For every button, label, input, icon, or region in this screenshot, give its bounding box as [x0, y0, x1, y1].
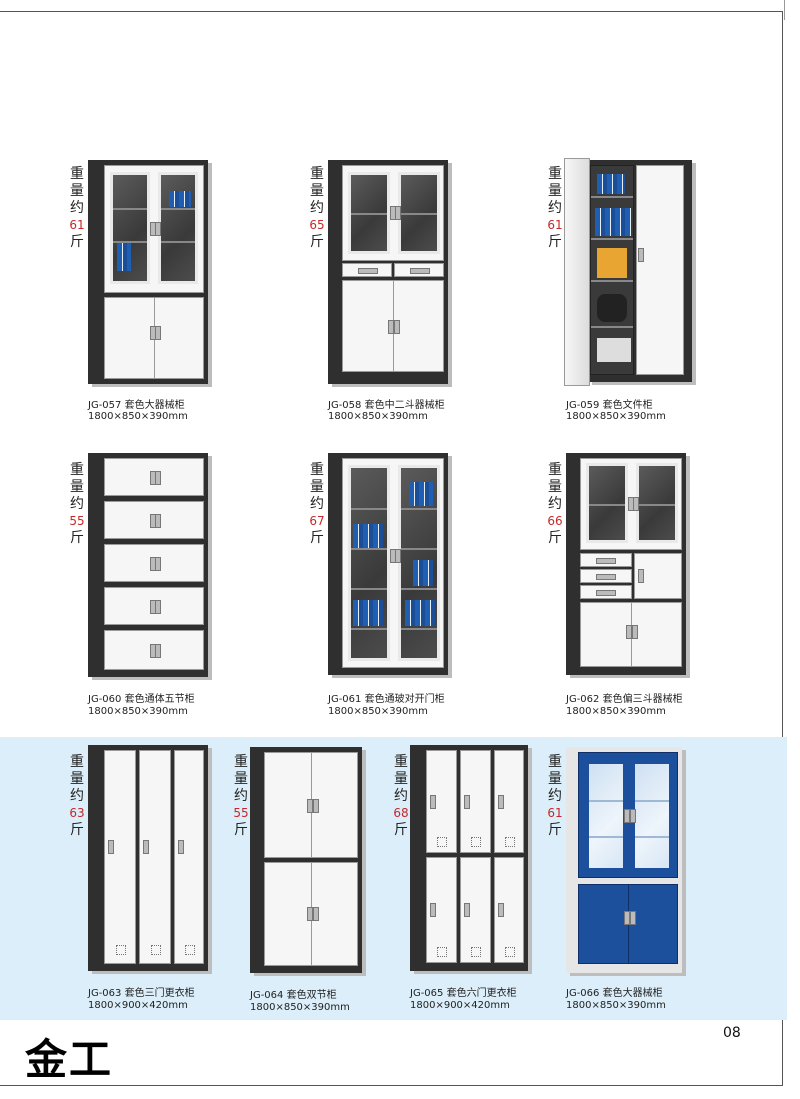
frame-bottom-line: [0, 1085, 783, 1086]
weight-char: 量: [310, 183, 324, 199]
product-dimensions: 1800×850×390mm: [328, 411, 428, 422]
weight-char: 约: [70, 200, 84, 216]
product-dimensions: 1800×850×390mm: [88, 706, 188, 717]
product-model: JG-057 套色大器械柜: [88, 400, 185, 411]
cabinet-image: [588, 160, 692, 382]
weight-char: 重: [70, 166, 84, 182]
weight-value: 63: [69, 806, 85, 820]
weight-value: 65: [309, 218, 325, 232]
product-dimensions: 1800×850×390mm: [566, 411, 666, 422]
product-dimensions: 1800×900×420mm: [88, 1000, 188, 1011]
product-model: JG-060 套色通体五节柜: [88, 694, 195, 705]
weight-char: 重: [234, 754, 248, 770]
weight-char: 量: [548, 183, 562, 199]
weight-value: 61: [547, 806, 563, 820]
weight-unit: 斤: [548, 234, 562, 250]
weight-unit: 斤: [310, 234, 324, 250]
weight-label: 重 量 约 55 斤: [232, 754, 250, 839]
weight-char: 量: [548, 479, 562, 495]
weight-char: 量: [394, 771, 408, 787]
cabinet-image: [566, 747, 682, 973]
weight-char: 重: [310, 166, 324, 182]
weight-char: 量: [70, 479, 84, 495]
cabinet-image: [88, 160, 208, 384]
weight-char: 重: [310, 462, 324, 478]
weight-label: 重 量 约 65 斤: [308, 166, 326, 251]
cabinet-image: [88, 453, 208, 677]
weight-char: 重: [70, 462, 84, 478]
weight-label: 重 量 约 67 斤: [308, 462, 326, 547]
weight-char: 重: [548, 166, 562, 182]
frame-top-line: [0, 11, 782, 12]
product-dimensions: 1800×850×390mm: [88, 411, 188, 422]
weight-label: 重 量 约 61 斤: [546, 166, 564, 251]
page-number: 08: [723, 1025, 741, 1041]
weight-value: 61: [547, 218, 563, 232]
frame-right-line: [782, 11, 783, 1086]
weight-char: 约: [310, 200, 324, 216]
weight-char: 重: [70, 754, 84, 770]
weight-value: 55: [233, 806, 249, 820]
crop-mark: [784, 0, 800, 20]
weight-unit: 斤: [394, 822, 408, 838]
weight-char: 约: [548, 496, 562, 512]
product-model: JG-065 套色六门更衣柜: [410, 988, 517, 999]
weight-char: 量: [234, 771, 248, 787]
weight-char: 量: [70, 183, 84, 199]
cabinet-image: [328, 160, 448, 384]
weight-char: 约: [548, 788, 562, 804]
weight-unit: 斤: [70, 234, 84, 250]
weight-char: 量: [310, 479, 324, 495]
weight-char: 量: [70, 771, 84, 787]
weight-char: 约: [548, 200, 562, 216]
brand-logo-text: 金工: [25, 1035, 114, 1084]
weight-label: 重 量 约 55 斤: [68, 462, 86, 547]
weight-unit: 斤: [310, 530, 324, 546]
weight-char: 约: [70, 788, 84, 804]
weight-label: 重 量 约 61 斤: [68, 166, 86, 251]
product-dimensions: 1800×850×390mm: [328, 706, 428, 717]
product-dimensions: 1800×850×390mm: [250, 1002, 350, 1013]
cabinet-image: [328, 453, 448, 675]
weight-label: 重 量 约 63 斤: [68, 754, 86, 839]
cabinet-image: [88, 745, 208, 971]
product-model: JG-061 套色通玻对开门柜: [328, 694, 445, 705]
weight-char: 重: [394, 754, 408, 770]
product-dimensions: 1800×900×420mm: [410, 1000, 510, 1011]
product-dimensions: 1800×850×390mm: [566, 706, 666, 717]
weight-label: 重 量 约 61 斤: [546, 754, 564, 839]
weight-char: 量: [548, 771, 562, 787]
cabinet-image: [250, 747, 362, 973]
product-model: JG-058 套色中二斗器械柜: [328, 400, 445, 411]
weight-value: 66: [547, 514, 563, 528]
weight-label: 重 量 约 68 斤: [392, 754, 410, 839]
open-door: [564, 158, 590, 386]
weight-unit: 斤: [548, 530, 562, 546]
weight-label: 重 量 约 66 斤: [546, 462, 564, 547]
cabinet-image: [566, 453, 686, 675]
weight-char: 约: [310, 496, 324, 512]
weight-unit: 斤: [234, 822, 248, 838]
weight-value: 68: [393, 806, 409, 820]
weight-unit: 斤: [70, 530, 84, 546]
product-model: JG-062 套色偏三斗器械柜: [566, 694, 683, 705]
cabinet-image: [410, 745, 528, 971]
weight-char: 约: [234, 788, 248, 804]
weight-unit: 斤: [548, 822, 562, 838]
weight-value: 67: [309, 514, 325, 528]
product-model: JG-064 套色双节柜: [250, 990, 337, 1001]
weight-value: 61: [69, 218, 85, 232]
product-model: JG-063 套色三门更衣柜: [88, 988, 195, 999]
weight-char: 约: [70, 496, 84, 512]
weight-value: 55: [69, 514, 85, 528]
weight-unit: 斤: [70, 822, 84, 838]
product-model: JG-059 套色文件柜: [566, 400, 653, 411]
weight-char: 重: [548, 754, 562, 770]
weight-char: 约: [394, 788, 408, 804]
weight-char: 重: [548, 462, 562, 478]
product-model: JG-066 套色大器械柜: [566, 988, 663, 999]
product-dimensions: 1800×850×390mm: [566, 1000, 666, 1011]
